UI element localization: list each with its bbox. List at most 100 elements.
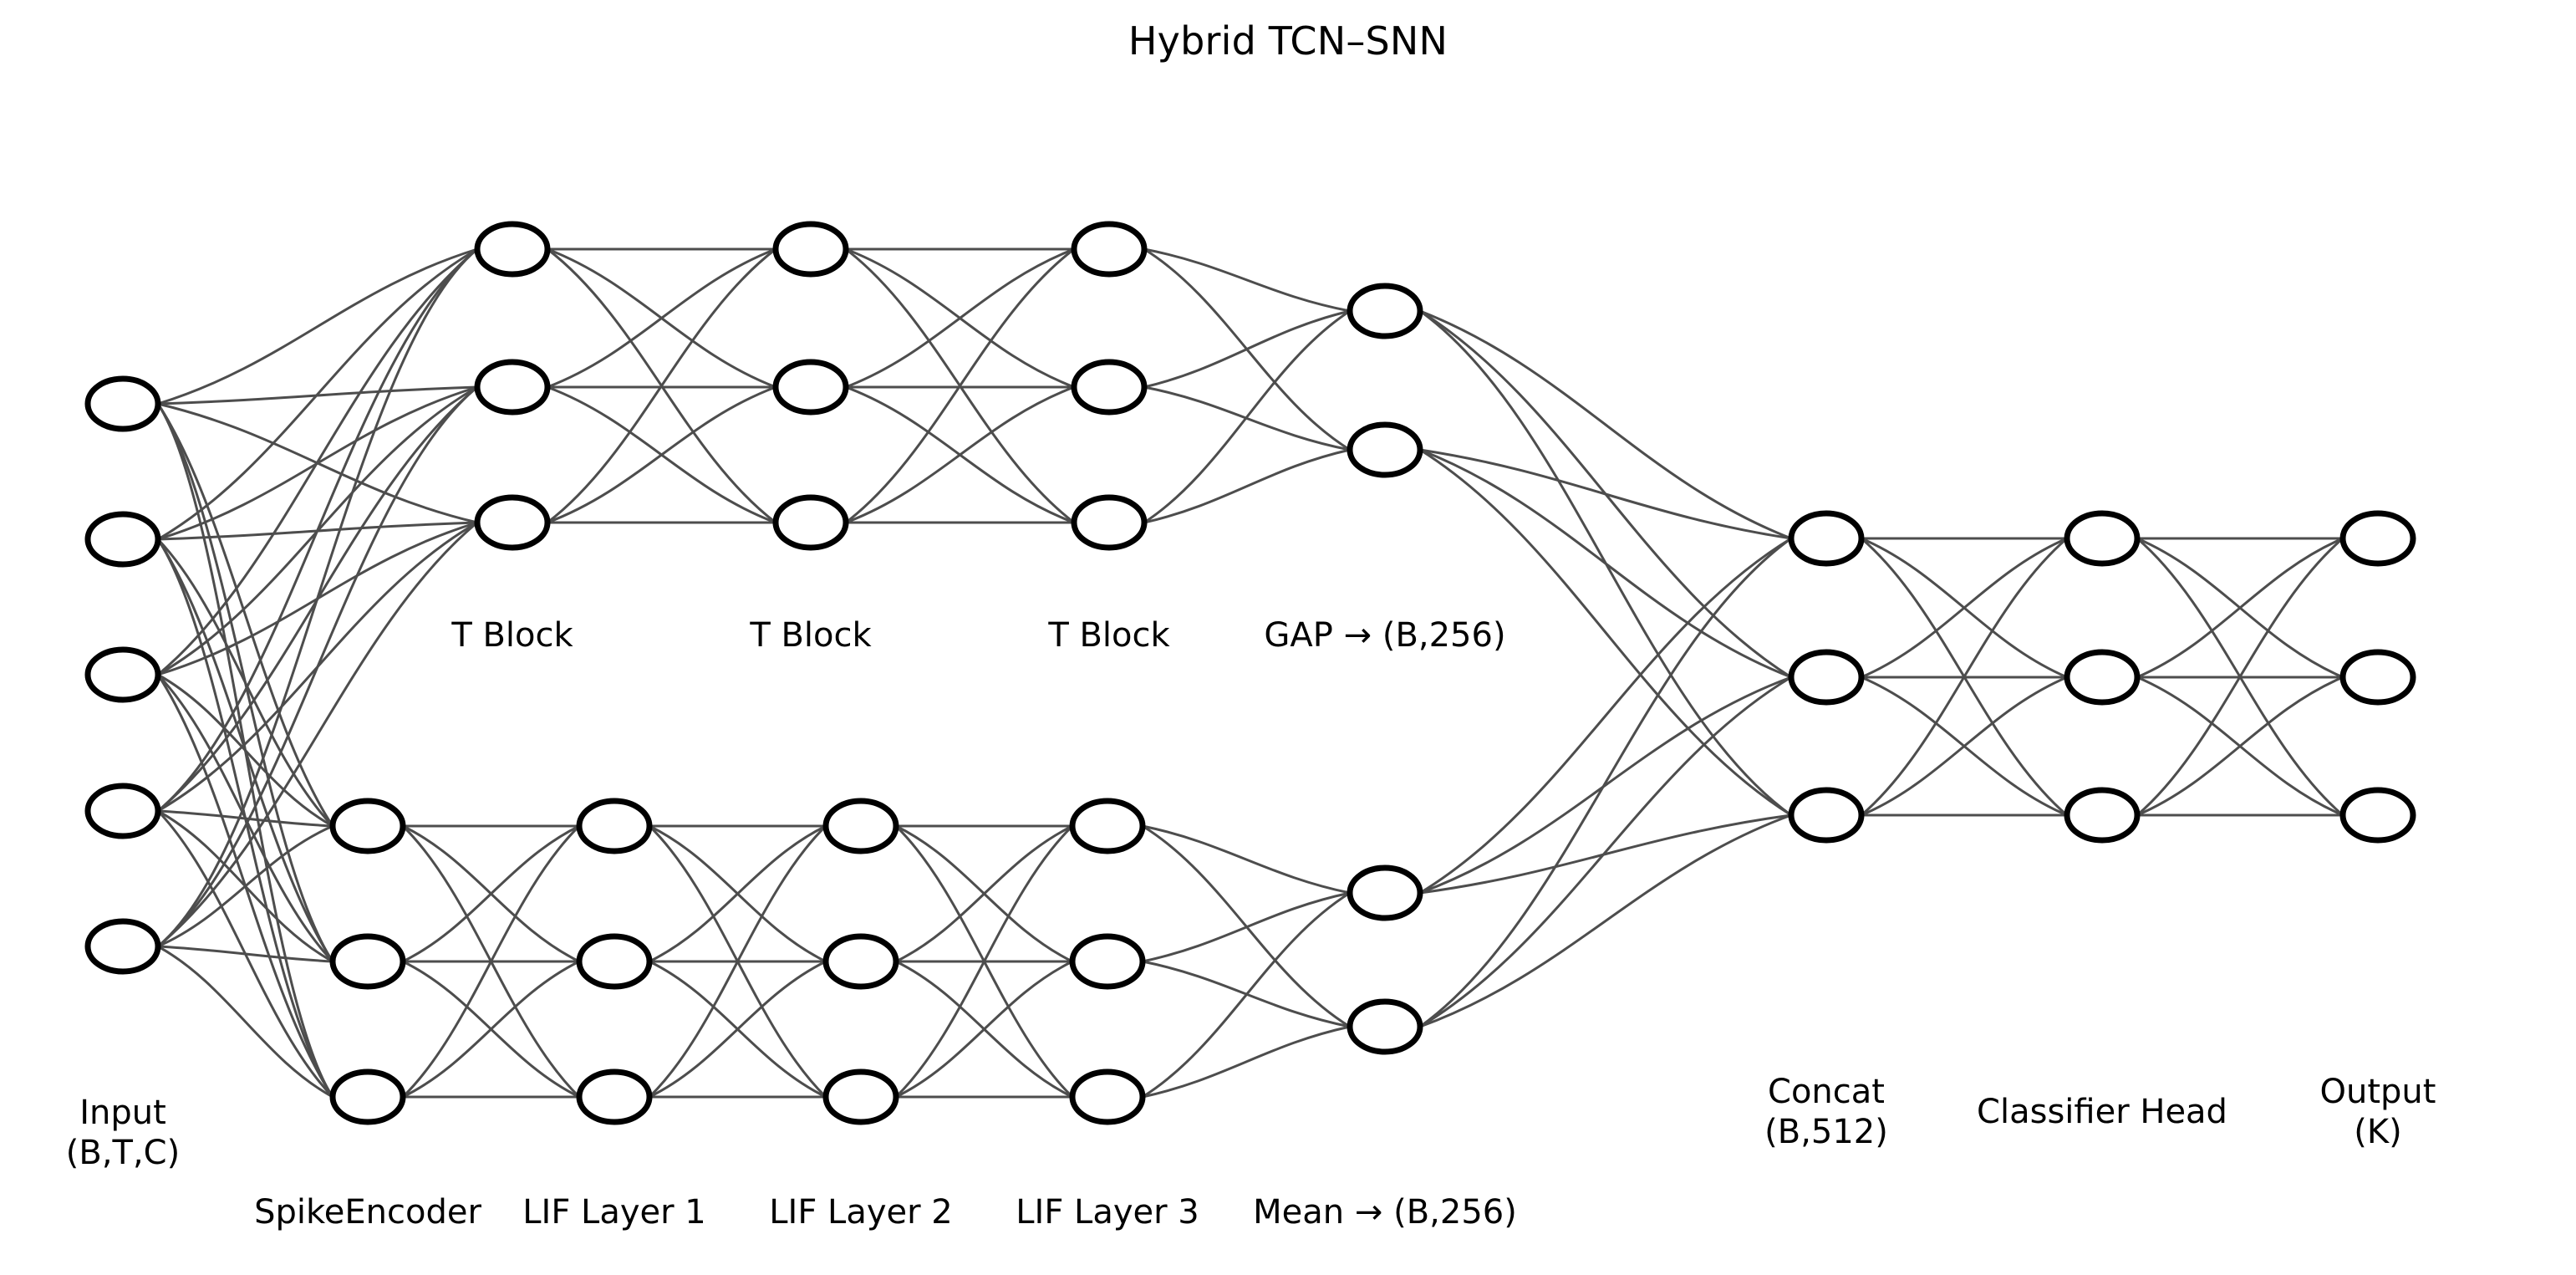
- node-input-1[interactable]: [84, 511, 161, 568]
- node-lif3-0[interactable]: [1069, 798, 1146, 854]
- node-tblock3-2[interactable]: [1071, 494, 1148, 551]
- edge: [402, 824, 580, 963]
- edge: [157, 385, 478, 948]
- node-gap-1[interactable]: [1347, 421, 1423, 478]
- edge: [2136, 537, 2344, 817]
- edge: [547, 385, 776, 524]
- edge: [1142, 824, 1351, 895]
- edge: [157, 247, 478, 405]
- edge: [894, 824, 1074, 1099]
- node-lif2-0[interactable]: [822, 798, 899, 854]
- edge: [401, 824, 581, 1099]
- node-classifier-0[interactable]: [2064, 510, 2141, 567]
- node-tblock1-0[interactable]: [474, 221, 551, 278]
- edge: [156, 538, 334, 828]
- node-output-1[interactable]: [2339, 649, 2416, 706]
- layer-label-input: Input (B,T,C): [65, 1094, 181, 1172]
- edge: [895, 960, 1073, 1099]
- node-spike_encoder-0[interactable]: [329, 798, 406, 854]
- edge: [1143, 247, 1351, 313]
- edge: [649, 960, 827, 1099]
- edge: [156, 403, 334, 827]
- node-output-0[interactable]: [2339, 510, 2416, 567]
- node-input-2[interactable]: [84, 646, 161, 703]
- edge: [1419, 537, 1792, 1028]
- layer-label-tblock3: T Block: [1048, 616, 1170, 655]
- node-tblock3-0[interactable]: [1071, 221, 1148, 278]
- edge: [402, 960, 580, 1099]
- node-tblock2-1[interactable]: [772, 359, 849, 416]
- edge: [2136, 537, 2344, 679]
- edge: [1419, 448, 1792, 817]
- edge: [1143, 448, 1351, 524]
- edge: [895, 824, 1073, 963]
- edge: [547, 247, 776, 524]
- layer-label-mean: Mean → (B,256): [1253, 1193, 1517, 1232]
- edge: [157, 521, 478, 948]
- node-tblock3-1[interactable]: [1071, 359, 1148, 416]
- edge: [1419, 537, 1792, 895]
- node-input-4[interactable]: [84, 918, 161, 975]
- node-gap-0[interactable]: [1347, 283, 1423, 339]
- node-lif3-1[interactable]: [1069, 933, 1146, 990]
- edge: [1419, 676, 1792, 1028]
- layer-label-lif2: LIF Layer 2: [769, 1193, 953, 1232]
- edge: [157, 945, 333, 1099]
- layer-label-tblock1: T Block: [451, 616, 573, 655]
- node-tblock2-0[interactable]: [772, 221, 849, 278]
- edge: [157, 247, 478, 813]
- figure-title: Hybrid TCN–SNN: [1128, 18, 1448, 64]
- node-lif1-2[interactable]: [576, 1068, 653, 1125]
- edge-layer: [156, 247, 2344, 1099]
- layer-label-concat: Concat (B,512): [1764, 1073, 1888, 1151]
- node-tblock1-2[interactable]: [474, 494, 551, 551]
- node-lif1-0[interactable]: [576, 798, 653, 854]
- layer-label-gap: GAP → (B,256): [1264, 616, 1506, 655]
- node-classifier-1[interactable]: [2064, 649, 2141, 706]
- edge: [1861, 537, 2068, 817]
- edge: [1419, 813, 1792, 895]
- edge: [157, 673, 333, 828]
- layer-label-lif3: LIF Layer 3: [1016, 1193, 1199, 1232]
- edge: [1143, 309, 1351, 524]
- node-output-2[interactable]: [2339, 787, 2416, 844]
- node-concat-2[interactable]: [1788, 787, 1865, 844]
- edge: [1861, 537, 2068, 679]
- node-lif3-2[interactable]: [1069, 1068, 1146, 1125]
- node-concat-0[interactable]: [1788, 510, 1865, 567]
- node-lif1-1[interactable]: [576, 933, 653, 990]
- node-mean-0[interactable]: [1347, 864, 1423, 921]
- edge: [2136, 676, 2344, 817]
- edge: [157, 247, 478, 676]
- edge: [648, 824, 827, 1099]
- node-mean-1[interactable]: [1347, 998, 1423, 1055]
- layer-label-lif1: LIF Layer 1: [522, 1193, 706, 1232]
- node-concat-1[interactable]: [1788, 649, 1865, 706]
- node-tblock2-2[interactable]: [772, 494, 849, 551]
- edge: [1143, 309, 1351, 389]
- node-layer: [84, 221, 2416, 1125]
- node-classifier-2[interactable]: [2064, 787, 2141, 844]
- node-tblock1-1[interactable]: [474, 359, 551, 416]
- node-input-0[interactable]: [84, 375, 161, 432]
- edge: [1419, 676, 1792, 895]
- edge: [157, 824, 333, 948]
- edge: [1419, 448, 1792, 679]
- node-spike_encoder-1[interactable]: [329, 933, 406, 990]
- edge: [157, 247, 478, 948]
- edge: [547, 247, 776, 389]
- node-lif2-2[interactable]: [822, 1068, 899, 1125]
- node-spike_encoder-2[interactable]: [329, 1068, 406, 1125]
- edge: [1142, 1025, 1351, 1099]
- edge: [157, 247, 478, 541]
- edge: [1142, 891, 1351, 963]
- edge: [1419, 448, 1792, 540]
- node-lif2-1[interactable]: [822, 933, 899, 990]
- node-input-3[interactable]: [84, 783, 161, 839]
- edge: [1142, 891, 1351, 1099]
- edge: [845, 385, 1075, 524]
- edge: [845, 247, 1075, 524]
- edge: [1419, 813, 1792, 1028]
